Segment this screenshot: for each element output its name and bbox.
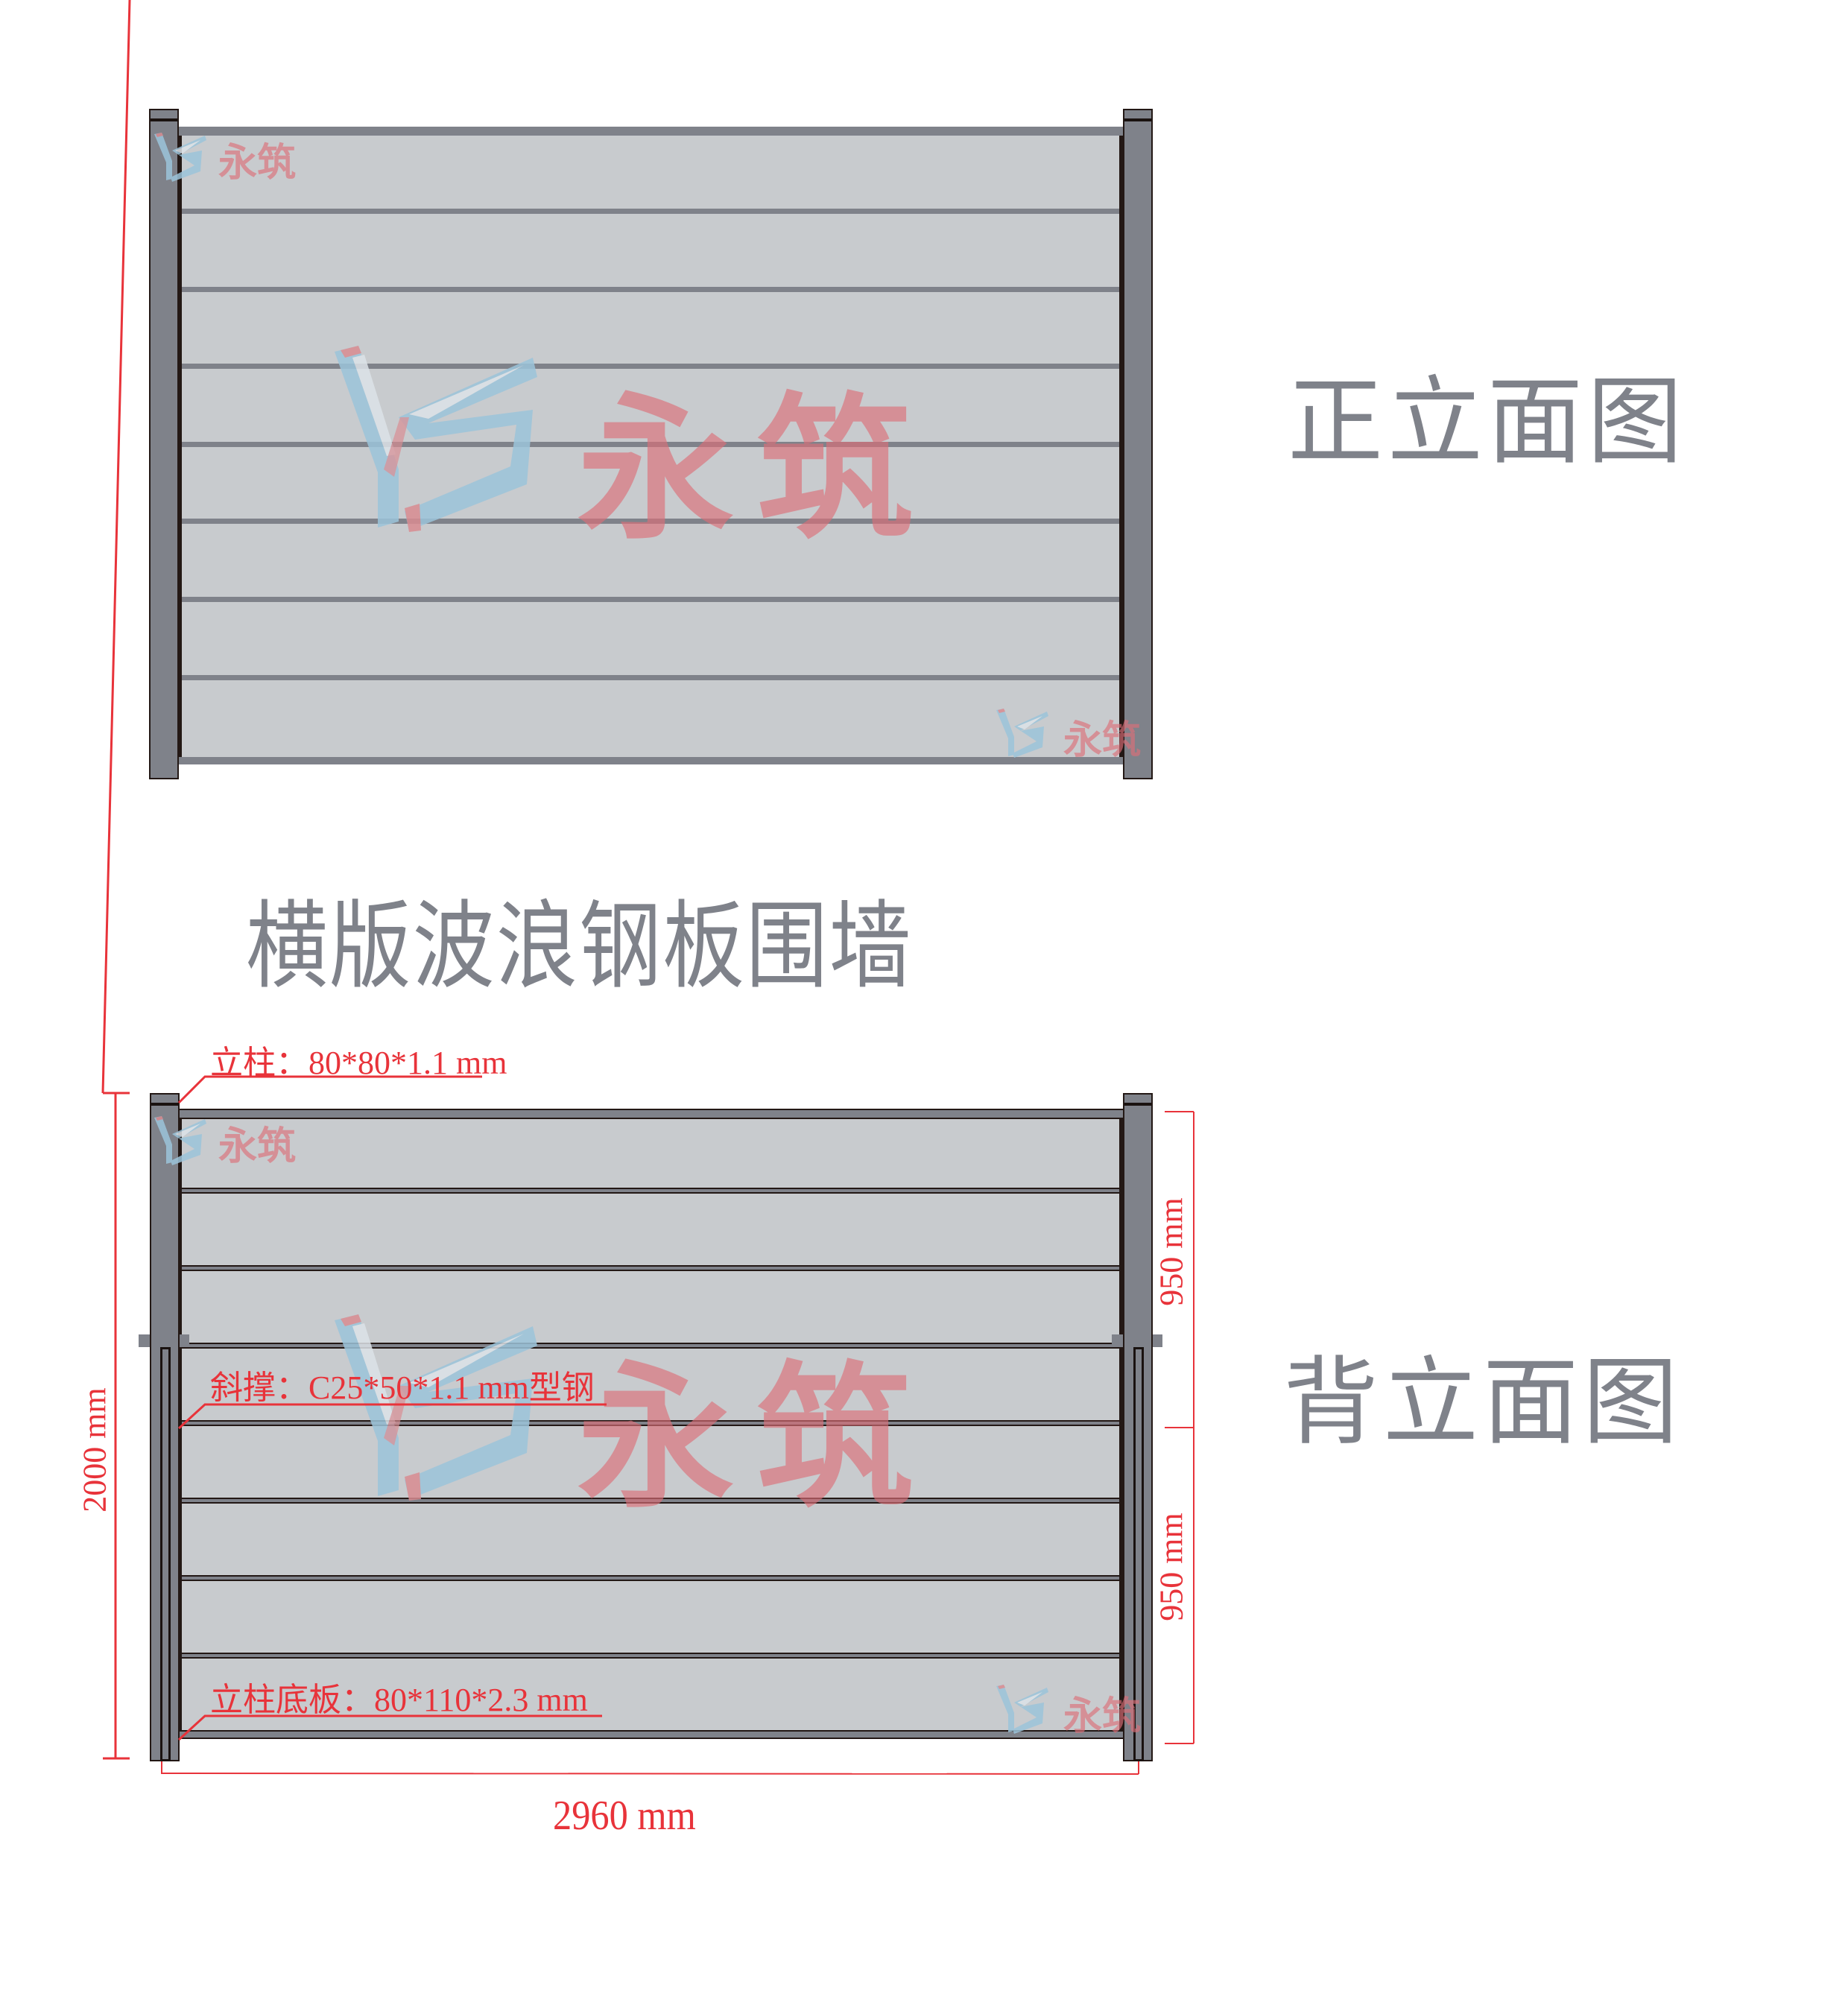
height-dimension-label: 2000 mm: [76, 1387, 113, 1513]
post-cap: [151, 1095, 178, 1106]
back-rail: [177, 1420, 1124, 1426]
base-plate-spec-label: 立柱底板：80*110*2.3 mm: [210, 1682, 588, 1718]
product-title: 横版波浪钢板围墙: [246, 891, 913, 1002]
back-bottom-rail: [177, 1730, 1124, 1739]
post-cap: [151, 110, 177, 121]
back-rail: [177, 1265, 1124, 1271]
front-rail: [177, 287, 1124, 292]
post-cap: [1124, 110, 1151, 121]
front-right-post: [1123, 109, 1153, 779]
back-rail: [177, 1575, 1124, 1581]
post-cap: [1124, 1095, 1151, 1106]
brace-spec-label: 斜撑：C25*50*1.1 mm型钢: [210, 1369, 595, 1406]
back-rail: [177, 1653, 1124, 1659]
front-panel-left-edge: [177, 136, 182, 757]
back-view-title: 背立面图: [1283, 1347, 1683, 1458]
front-rail: [177, 675, 1124, 680]
back-rail: [177, 1188, 1124, 1194]
front-bottom-rail: [177, 757, 1124, 764]
post-spec-label: 立柱：80*80*1.1 mm: [210, 1045, 507, 1081]
front-top-rail: [177, 127, 1124, 136]
left-diagonal-brace: [160, 1347, 171, 1761]
back-rail: [177, 1498, 1124, 1504]
front-left-post: [149, 109, 179, 779]
front-view-title: 正立面图: [1288, 367, 1688, 478]
upper-segment-dimension-label: 950 mm: [1153, 1197, 1190, 1306]
back-panel-right-edge: [1119, 1119, 1124, 1730]
front-rail: [177, 209, 1124, 214]
back-top-rail: [177, 1109, 1124, 1119]
front-rail: [177, 519, 1124, 524]
front-rail: [177, 597, 1124, 602]
lower-segment-dimension-label: 950 mm: [1153, 1513, 1190, 1621]
front-rail: [177, 442, 1124, 447]
back-rail: [177, 1343, 1124, 1349]
back-panel-left-edge: [177, 1119, 182, 1730]
front-panel-right-edge: [1119, 136, 1124, 757]
back-right-post: [1123, 1093, 1153, 1761]
front-rail: [177, 364, 1124, 369]
right-diagonal-brace: [1133, 1347, 1144, 1761]
width-dimension-label: 2960 mm: [553, 1793, 696, 1839]
